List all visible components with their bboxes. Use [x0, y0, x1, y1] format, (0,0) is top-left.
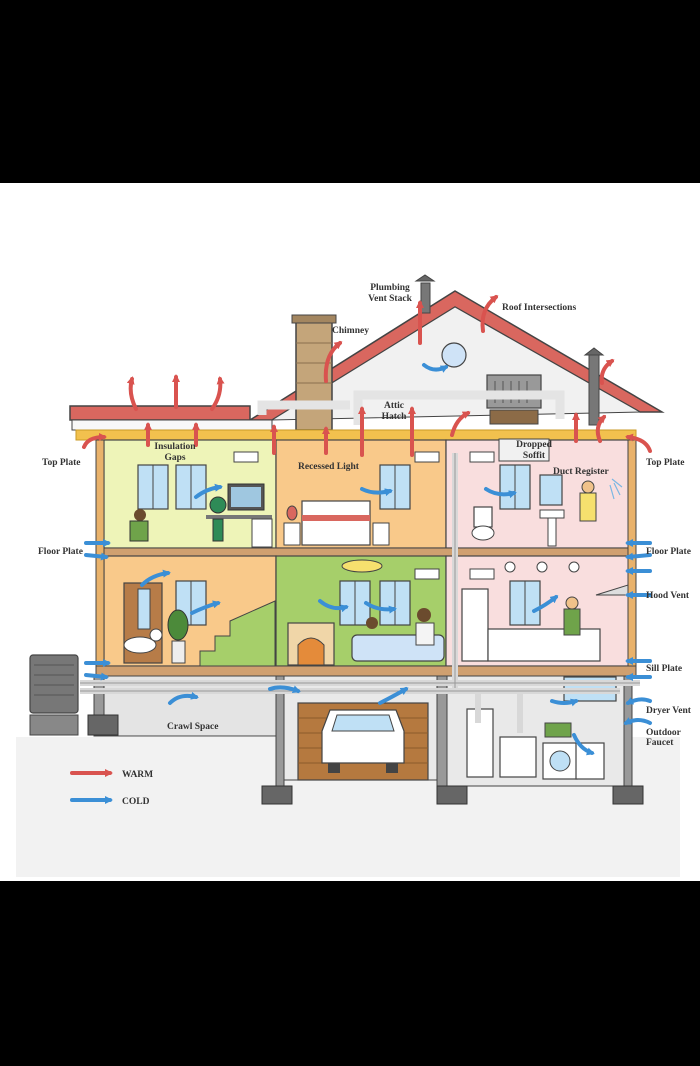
label-floor-plate-left: Floor Plate: [38, 547, 83, 557]
house-diagram: WARM COLD Plumbing Vent Stack Roof Inter…: [16, 274, 692, 877]
callout-labels: Plumbing Vent Stack Roof Intersections C…: [38, 283, 692, 748]
label-roof-intersections: Roof Intersections: [502, 303, 576, 313]
footings: [87, 714, 644, 805]
label-dropped-soffit-2: Soffit: [523, 451, 546, 461]
outdoor-ac-unit: [29, 654, 79, 736]
left-wall: [95, 439, 105, 667]
garage: [297, 702, 429, 781]
label-outdoor-faucet-1: Outdoor: [646, 728, 682, 738]
label-duct-register: Duct Register: [553, 467, 609, 477]
label-top-plate-left: Top Plate: [42, 458, 80, 468]
flat-roof: [69, 405, 273, 431]
label-top-plate-right: Top Plate: [646, 458, 684, 468]
dropped-soffit: [498, 438, 550, 462]
office-furniture: [129, 483, 273, 548]
cold-arrows: [84, 363, 652, 756]
label-plumbing-vent-stack-1: Plumbing: [370, 283, 410, 293]
label-insulation-gaps-2: Gaps: [164, 453, 185, 463]
living-furniture: [287, 559, 445, 666]
label-attic-hatch-2: Hatch: [382, 412, 408, 422]
pipe-outline: [80, 453, 640, 692]
plumbing-vent-stack: [414, 274, 605, 426]
sill-floor: [95, 665, 637, 677]
kitchen-fixtures: [461, 561, 629, 662]
legend: WARM COLD: [70, 769, 153, 807]
label-floor-plate-right: Floor Plate: [646, 547, 691, 557]
label-crawl-space: Crawl Space: [167, 722, 218, 732]
right-wall: [627, 439, 637, 667]
label-dropped-soffit-1: Dropped: [516, 440, 552, 450]
bedroom-furniture: [283, 500, 390, 546]
bathroom-fixtures: [471, 478, 623, 547]
legend-cold-label: COLD: [122, 797, 150, 807]
entry-furniture: [123, 582, 276, 667]
label-chimney: Chimney: [332, 326, 369, 336]
attic-fan-icon: [441, 342, 467, 368]
chimney: [291, 314, 337, 431]
floor-slab: [95, 547, 637, 557]
label-plumbing-vent-stack-2: Vent Stack: [368, 294, 412, 304]
label-sill-plate: Sill Plate: [646, 664, 682, 674]
insulation-layer: [75, 429, 637, 441]
window-mullions: [152, 465, 526, 625]
label-hood-vent: Hood Vent: [646, 591, 690, 601]
label-recessed-light: Recessed Light: [298, 462, 360, 472]
warm-arrows: [82, 295, 652, 457]
legend-warm-label: WARM: [122, 770, 153, 780]
label-outdoor-faucet-2: Faucet: [646, 738, 674, 748]
label-attic-hatch-1: Attic: [384, 401, 404, 411]
diagram-panel: WARM COLD Plumbing Vent Stack Roof Inter…: [0, 183, 700, 881]
label-insulation-gaps-1: Insulation: [154, 442, 196, 452]
label-dryer-vent: Dryer Vent: [646, 706, 692, 716]
